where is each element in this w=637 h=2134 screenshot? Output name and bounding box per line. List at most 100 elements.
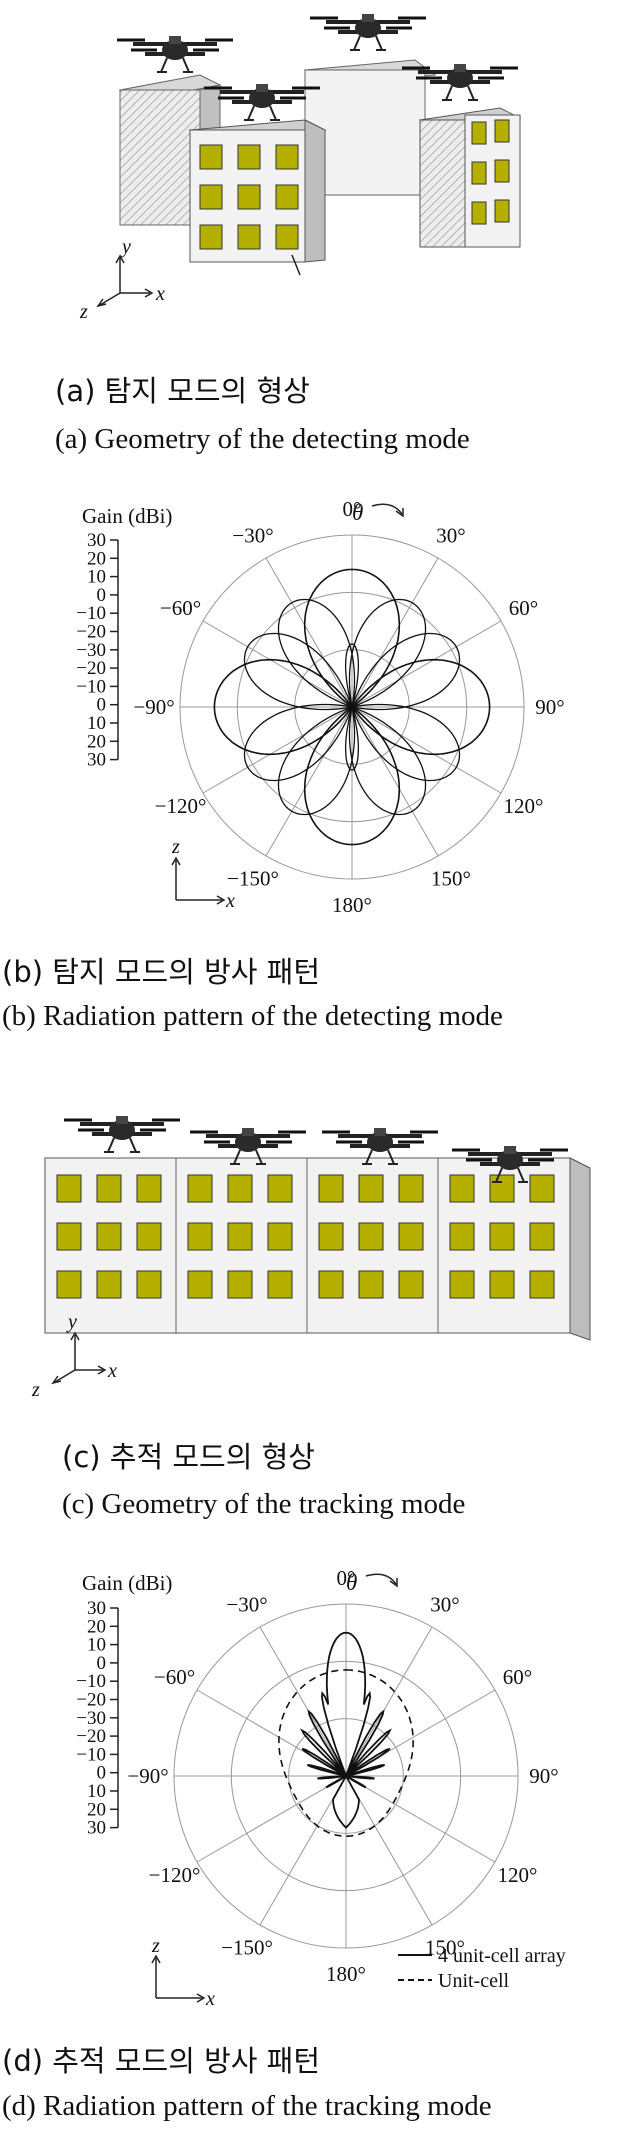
patch-array-right	[471, 119, 510, 225]
axis-triad-b	[171, 856, 226, 905]
pattern-lobe	[351, 703, 461, 782]
patch-element	[187, 1174, 213, 1203]
gain-tick-label: 20	[87, 731, 106, 752]
patch-element	[96, 1174, 122, 1203]
patch-array-tracking	[56, 1174, 555, 1299]
gain-tick-label: 0	[97, 695, 107, 716]
polar-chart-tracking: Gain (dBi) 3020100−10−20−30−20−100102030…	[76, 1566, 566, 2010]
gain-tick-label: 0	[97, 585, 107, 606]
angle-label: 120°	[504, 794, 544, 818]
drone-icon	[202, 82, 322, 122]
pattern-lobe	[277, 598, 356, 708]
patch-element	[358, 1270, 384, 1299]
pattern-lobe	[277, 706, 356, 816]
drone-icon	[62, 1114, 182, 1154]
patch-element	[267, 1174, 293, 1203]
angle-label: 60°	[509, 596, 538, 620]
caption-a-english: (a) Geometry of the detecting mode	[55, 423, 470, 455]
caption-d-english: (d) Radiation pattern of the tracking mo…	[2, 2090, 492, 2122]
caption-c-korean: (c) 추적 모드의 형상	[62, 1440, 315, 1474]
gain-tick-label: 0	[97, 1653, 107, 1674]
axis-label-x: x	[225, 890, 235, 912]
axis-label-y: y	[120, 236, 131, 258]
pattern-lobe	[243, 632, 353, 711]
patch-element	[318, 1222, 344, 1251]
angle-label: 90°	[535, 695, 564, 719]
angle-label: 180°	[326, 1962, 366, 1986]
axis-label-z: z	[151, 1935, 160, 1957]
angle-label: −90°	[133, 695, 174, 719]
gain-tick-label: −10	[76, 1744, 106, 1765]
geometry-detecting-drawing: y x z	[79, 12, 522, 323]
angle-label: 0°	[343, 497, 362, 521]
patch-element	[227, 1222, 253, 1251]
legend-label-array: 4 unit-cell array	[438, 1945, 566, 1967]
patch-element	[529, 1174, 555, 1203]
pattern-array	[300, 1631, 392, 1829]
angle-labels: 0°30°60°90°120°150°180°−150°−120°−90°−60…	[133, 497, 564, 917]
legend: 4 unit-cell array Unit-cell	[398, 1945, 566, 1992]
block-right	[418, 107, 522, 248]
gain-tick-label: −20	[76, 1726, 106, 1747]
patch-array-front	[199, 144, 299, 250]
caption-b-korean: (b) 탐지 모드의 방사 패턴	[2, 955, 321, 989]
gain-tick-label: −10	[76, 603, 106, 624]
geometry-tracking-drawing: y x z	[31, 1114, 591, 1401]
patch-element	[96, 1222, 122, 1251]
angle-label: −150°	[221, 1935, 273, 1959]
gain-tick-label: 20	[87, 548, 106, 569]
drone-icon	[115, 34, 235, 74]
angle-label: 60°	[503, 1665, 532, 1689]
patch-element	[489, 1174, 515, 1203]
legend-label-unit-cell: Unit-cell	[438, 1970, 510, 1992]
axis-label-x: x	[205, 1988, 215, 2010]
gain-tick-label: 10	[87, 1781, 106, 1802]
patch-element	[56, 1174, 82, 1203]
patch-element	[227, 1174, 253, 1203]
gain-tick-label: 10	[87, 1635, 106, 1656]
radiation-pattern-curves	[278, 1631, 414, 1837]
polar-chart-detecting: Gain (dBi) 3020100−10−20−30−20−100102030…	[76, 497, 564, 917]
angle-labels: 0°30°60°90°120°150°180°−150°−120°−90°−60…	[127, 1566, 558, 1986]
gain-tick-label: −30	[76, 1708, 106, 1729]
pattern-lobe	[348, 598, 427, 708]
gain-tick-label: 30	[87, 1598, 106, 1619]
theta-label: θ	[352, 500, 363, 525]
gain-axis-label: Gain (dBi)	[82, 504, 172, 528]
angle-label: −30°	[232, 524, 273, 548]
angle-label: 120°	[498, 1863, 538, 1887]
block-front	[188, 119, 327, 276]
patch-element	[318, 1270, 344, 1299]
gain-tick-label: 30	[87, 750, 106, 771]
gain-tick-label: 20	[87, 1616, 106, 1637]
caption-a-korean: (a) 탐지 모드의 형상	[55, 374, 310, 408]
theta-label: θ	[346, 1570, 357, 1595]
axis-label-x: x	[155, 283, 165, 305]
axis-label-z: z	[171, 836, 180, 858]
patch-element	[136, 1174, 162, 1203]
theta-arrow-icon	[371, 503, 403, 515]
pattern-lobe	[348, 706, 427, 816]
patch-element	[187, 1270, 213, 1299]
gain-tick-label: 30	[87, 530, 106, 551]
gain-tick-label: −20	[76, 622, 106, 643]
patch-element	[398, 1174, 424, 1203]
gain-tick-label: −20	[76, 1690, 106, 1711]
axis-label-x: x	[107, 1360, 117, 1382]
patch-element	[187, 1222, 213, 1251]
angle-label: −30°	[226, 1593, 267, 1617]
theta-arrow-head-icon	[395, 508, 404, 518]
angle-label: −120°	[155, 794, 207, 818]
theta-arrow-head-icon	[389, 1578, 398, 1588]
patch-element	[358, 1222, 384, 1251]
block-array	[44, 1157, 591, 1341]
caption-c-english: (c) Geometry of the tracking mode	[62, 1488, 466, 1520]
angle-label: 30°	[430, 1593, 459, 1617]
patch-element	[449, 1270, 475, 1299]
angle-label: 90°	[529, 1764, 558, 1788]
patch-element	[227, 1270, 253, 1299]
caption-d-korean: (d) 추적 모드의 방사 패턴	[2, 2044, 321, 2078]
angle-label: −60°	[154, 1665, 195, 1689]
